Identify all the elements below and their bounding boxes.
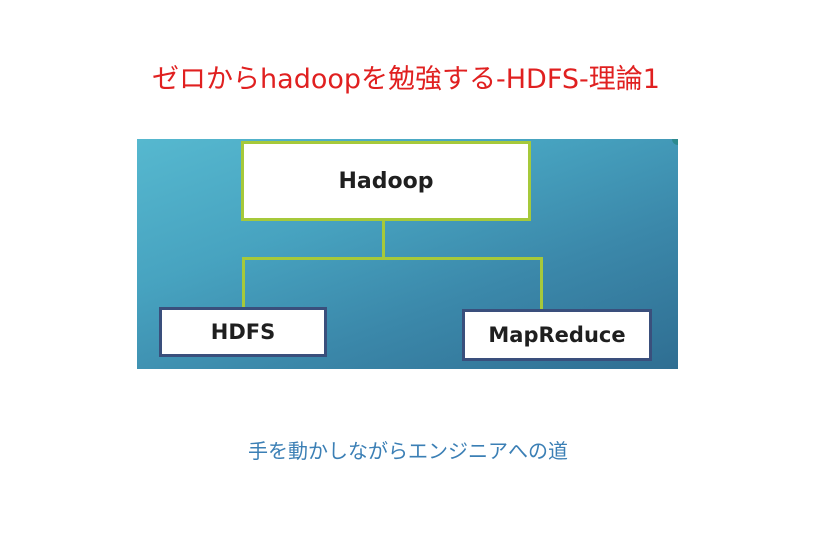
connector-left-drop [242, 257, 245, 309]
connector-horizontal-bar [242, 257, 543, 260]
hierarchy-diagram: Hadoop HDFS MapReduce [137, 139, 678, 369]
connector-right-drop [540, 257, 543, 311]
page-title: ゼロからhadoopを勉強する-HDFS-理論1 [152, 64, 660, 95]
node-mapreduce: MapReduce [462, 309, 652, 361]
page-subtitle: 手を動かしながらエンジニアへの道 [248, 439, 568, 463]
connector-root-stem [382, 221, 385, 259]
node-hadoop: Hadoop [241, 141, 531, 221]
node-hdfs: HDFS [159, 307, 327, 357]
